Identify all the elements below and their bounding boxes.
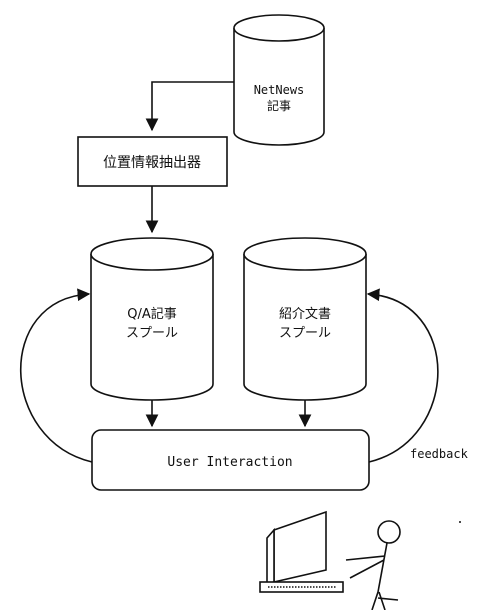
netnews-label-line1: NetNews (254, 83, 305, 97)
qa-spool-database: Q/A記事 スプール (90, 237, 214, 401)
intro-spool-label-line2: スプール (279, 326, 331, 341)
qa-spool-label-line2: スプール (126, 326, 178, 341)
feedback-arrow-left (19, 288, 93, 463)
user-interaction-label: User Interaction (167, 455, 292, 470)
intro-spool-database: 紹介文書 スプール (243, 237, 367, 401)
netnews-label-line2: 記事 (267, 98, 291, 113)
feedback-label: feedback (410, 447, 469, 461)
computer-terminal-icon (259, 510, 344, 593)
qa-spool-label-line1: Q/A記事 (127, 306, 177, 322)
feedback-arrow-right (366, 288, 439, 463)
extractor-label: 位置情報抽出器 (103, 155, 201, 171)
stray-dot (459, 521, 461, 523)
netnews-database: NetNews 記事 (233, 14, 325, 146)
location-extractor-box: 位置情報抽出器 (77, 136, 228, 187)
user-figure-icon (345, 520, 401, 610)
user-interaction-box: User Interaction (91, 429, 370, 491)
arrow-netnews-to-extractor (145, 81, 234, 132)
intro-spool-label-line1: 紹介文書 (279, 307, 331, 322)
